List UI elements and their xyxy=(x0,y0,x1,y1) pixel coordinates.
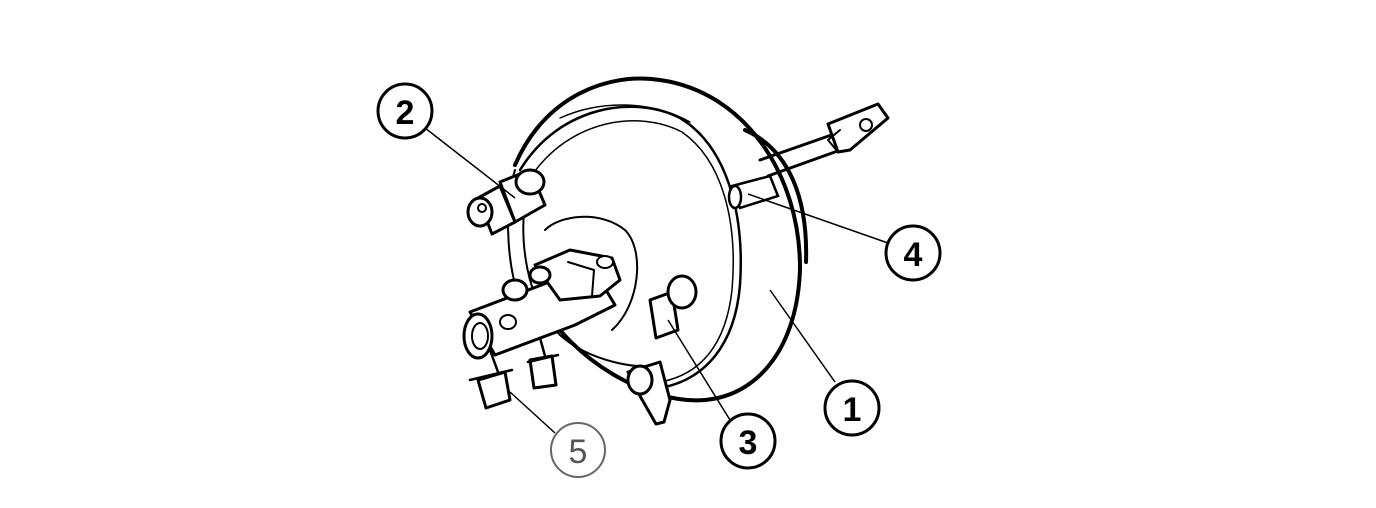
callout-3: 3 xyxy=(719,412,777,470)
callout-number: 3 xyxy=(739,424,758,462)
callout-2: 2 xyxy=(376,82,434,140)
callout-circle xyxy=(719,412,777,470)
leader-lines xyxy=(424,127,889,434)
pushrod xyxy=(758,102,890,178)
callout-circle xyxy=(823,379,881,437)
mounting-studs xyxy=(626,274,698,426)
leader-line-2 xyxy=(424,127,516,199)
callout-number: 5 xyxy=(569,433,588,471)
vacuum-fitting xyxy=(466,168,547,236)
callout-4: 4 xyxy=(884,224,942,282)
callout-number: 2 xyxy=(396,94,415,132)
master-cylinder xyxy=(462,248,622,410)
callout-1: 1 xyxy=(823,379,881,437)
leader-line-1 xyxy=(769,289,836,383)
callout-number: 1 xyxy=(843,391,862,429)
callout-circle xyxy=(550,422,606,478)
callout-number: 4 xyxy=(904,236,923,274)
callout-5: 5 xyxy=(550,422,606,478)
check-valve-port xyxy=(727,174,780,210)
brake-booster-body xyxy=(507,76,809,403)
callout-circle xyxy=(376,82,434,140)
leader-line-5 xyxy=(509,391,556,434)
callout-circle xyxy=(884,224,942,282)
leader-line-3 xyxy=(667,319,731,421)
leader-line-4 xyxy=(747,193,889,244)
